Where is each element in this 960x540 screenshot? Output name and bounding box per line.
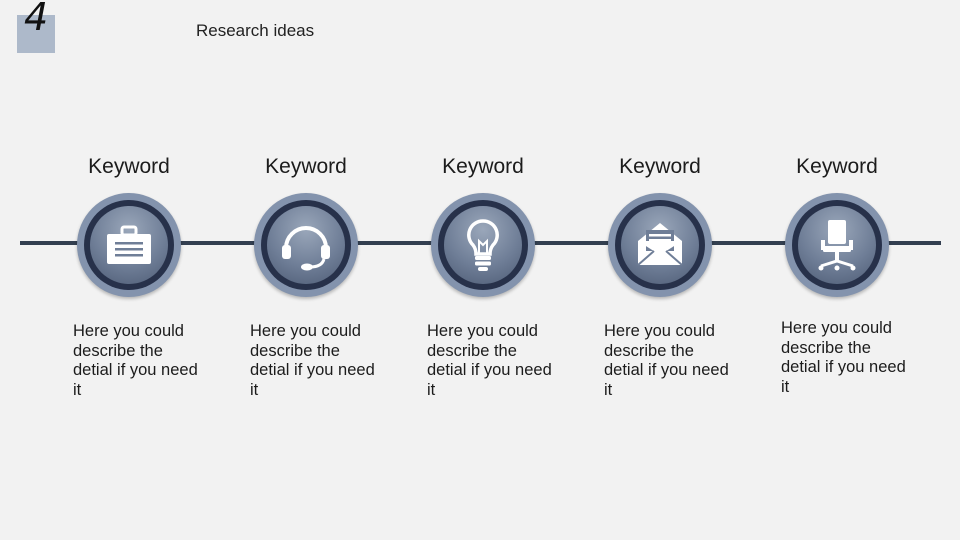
step-keyword: Keyword bbox=[265, 155, 347, 178]
step-circle-core bbox=[267, 206, 345, 284]
timeline-step-5: Keyword Here you could describe the deti… bbox=[781, 0, 960, 540]
office-chair-icon bbox=[818, 220, 856, 271]
envelope-icon bbox=[637, 223, 683, 266]
step-circle bbox=[608, 193, 712, 297]
step-description: Here you could describe the detial if yo… bbox=[427, 322, 552, 399]
step-keyword: Keyword bbox=[796, 155, 878, 178]
slide-number: 4 bbox=[24, 0, 49, 39]
step-circle bbox=[77, 193, 181, 297]
lightbulb-icon bbox=[467, 219, 499, 271]
briefcase-icon bbox=[107, 225, 151, 264]
step-description: Here you could describe the detial if yo… bbox=[781, 319, 906, 396]
timeline-step-4: Keyword Here you could describe the deti… bbox=[604, 0, 788, 540]
step-circle bbox=[254, 193, 358, 297]
timeline-step-2: Keyword Here you could describe the deti… bbox=[250, 0, 434, 540]
timeline-step-3: Keyword Here you could describe the deti… bbox=[427, 0, 611, 540]
step-description: Here you could describe the detial if yo… bbox=[73, 322, 198, 399]
slide-number-box bbox=[17, 15, 55, 53]
step-description: Here you could describe the detial if yo… bbox=[604, 322, 729, 399]
step-circle-core bbox=[798, 206, 876, 284]
headset-icon bbox=[282, 226, 330, 271]
timeline-step-1: Keyword Here you could describe the deti… bbox=[73, 0, 257, 540]
slide-title: Research ideas bbox=[196, 21, 315, 40]
step-keyword: Keyword bbox=[619, 155, 701, 178]
step-keyword: Keyword bbox=[88, 155, 170, 178]
step-description: Here you could describe the detial if yo… bbox=[250, 322, 375, 399]
step-circle bbox=[431, 193, 535, 297]
step-keyword: Keyword bbox=[442, 155, 524, 178]
step-circle bbox=[785, 193, 889, 297]
